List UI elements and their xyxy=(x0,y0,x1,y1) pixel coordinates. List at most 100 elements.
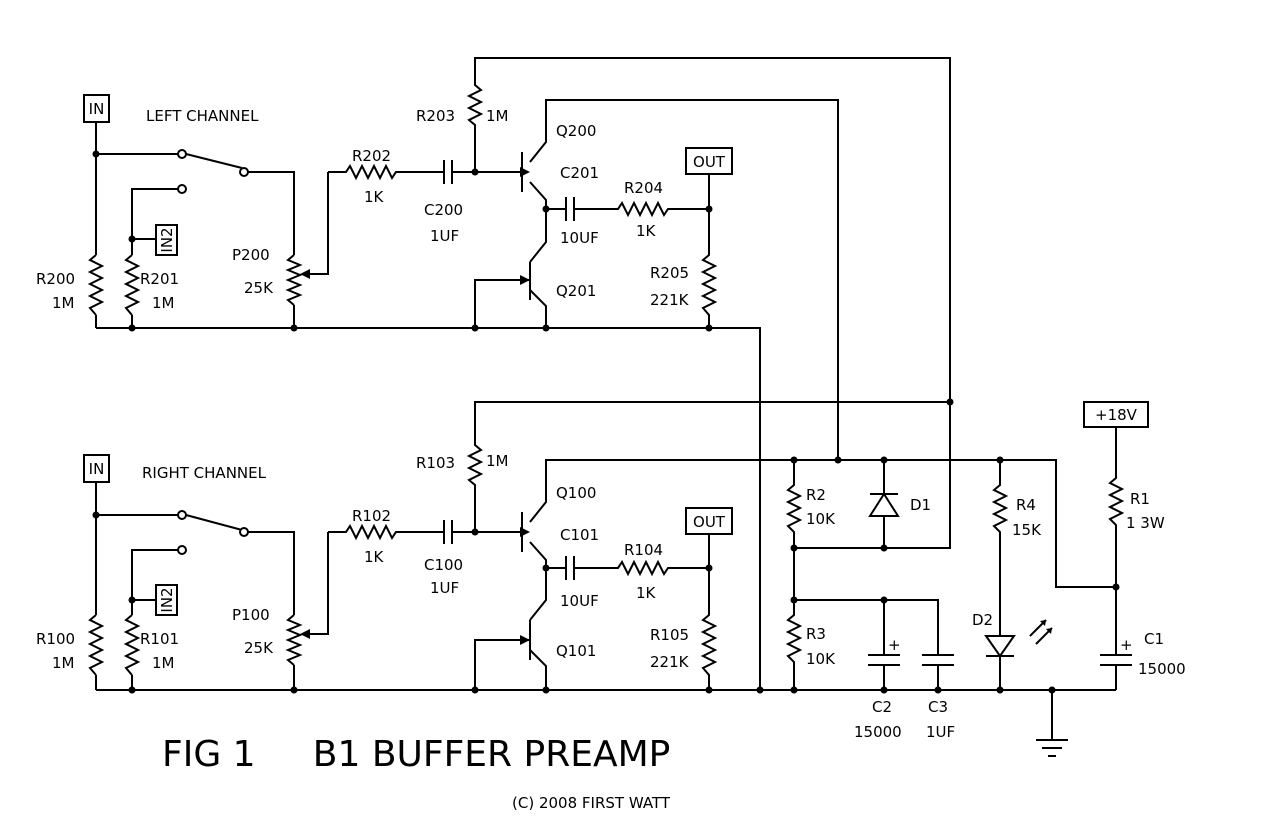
r203-resistor xyxy=(466,57,951,397)
r1-c1-wires xyxy=(1107,427,1125,690)
d1-diode xyxy=(868,492,900,517)
c100-name: C100 xyxy=(424,556,463,574)
left-channel-label: LEFT CHANNEL xyxy=(146,107,259,125)
out-port-left xyxy=(685,147,733,175)
r205-value: 221K xyxy=(650,291,690,309)
c2-c3-wires xyxy=(794,599,939,690)
r102-name: R102 xyxy=(352,507,391,525)
p200-wiper-wire xyxy=(302,172,329,275)
r105-resistor xyxy=(700,534,718,690)
r103-value: 1M xyxy=(486,452,509,470)
switch-contact-right-b xyxy=(177,545,187,555)
r202-resistor xyxy=(328,163,444,181)
p100-wiper-wire xyxy=(302,532,329,635)
p200-value: 25K xyxy=(244,279,274,297)
r102-value: 1K xyxy=(364,548,385,566)
junction-dots xyxy=(92,150,1120,694)
r102-resistor xyxy=(328,523,444,541)
d1-name: D1 xyxy=(910,496,931,514)
r202-name: R202 xyxy=(352,147,391,165)
r101-name: R101 xyxy=(140,630,179,648)
q101-arrow xyxy=(520,635,530,645)
left-input-wires xyxy=(95,122,295,328)
r204-name: R204 xyxy=(624,179,663,197)
q100-arrow xyxy=(520,527,530,537)
power-supply: R2 10K R3 10K D1 + C2 15000 C3 1UF R4 15… xyxy=(785,397,1186,757)
r2-r3-divider xyxy=(785,460,803,690)
in2-port-right xyxy=(155,584,178,616)
p200-name: P200 xyxy=(232,246,270,264)
p100-name: P100 xyxy=(232,606,270,624)
switch-common-right xyxy=(239,527,249,537)
r1-name: R1 xyxy=(1130,490,1150,508)
r104-value: 1K xyxy=(636,584,657,602)
d2-led xyxy=(984,635,1016,658)
r100-name: R100 xyxy=(36,630,75,648)
r101-value: 1M xyxy=(152,654,175,672)
c1-name: C1 xyxy=(1144,630,1164,648)
c3-capacitor xyxy=(922,654,954,666)
p100-value: 25K xyxy=(244,639,274,657)
p100-pot xyxy=(285,614,303,666)
r201-resistor xyxy=(123,254,141,316)
r201-value: 1M xyxy=(152,294,175,312)
figure-title: FIG 1 B1 BUFFER PREAMP xyxy=(162,734,670,775)
r4-name: R4 xyxy=(1016,496,1036,514)
r203-name: R203 xyxy=(416,107,455,125)
left-channel: IN LEFT CHANNEL IN2 R200 1M R201 1M P200… xyxy=(36,57,951,690)
r200-name: R200 xyxy=(36,270,75,288)
c200-value: 1UF xyxy=(430,227,459,245)
q200-name: Q200 xyxy=(556,122,596,140)
c3-name: C3 xyxy=(928,698,948,716)
c2-name: C2 xyxy=(872,698,892,716)
r204-value: 1K xyxy=(636,222,657,240)
c201-capacitor xyxy=(565,197,575,221)
switch-contact-right-a xyxy=(177,510,187,520)
d2-ray-arrows xyxy=(1040,620,1052,634)
right-channel: IN RIGHT CHANNEL IN2 R100 1M R101 1M P10… xyxy=(36,401,1116,691)
r2-name: R2 xyxy=(806,486,826,504)
in-label-left: IN xyxy=(89,100,105,118)
switch-contact-left-b xyxy=(177,184,187,194)
out-label-left: OUT xyxy=(693,153,726,171)
r205-resistor xyxy=(700,174,718,328)
right-channel-label: RIGHT CHANNEL xyxy=(142,464,267,482)
r3-value: 10K xyxy=(806,650,836,668)
switch-common-left xyxy=(239,167,249,177)
q101-transistor xyxy=(474,568,547,690)
c101-name: C101 xyxy=(560,526,599,544)
c201-r204-wires xyxy=(546,200,710,218)
ground-icon xyxy=(1036,690,1068,757)
q201-transistor xyxy=(474,209,547,328)
in-label-right: IN xyxy=(89,460,105,478)
c100-value: 1UF xyxy=(430,579,459,597)
q101-name: Q101 xyxy=(556,642,596,660)
r103-name: R103 xyxy=(416,454,455,472)
q100-name: Q100 xyxy=(556,484,596,502)
r202-value: 1K xyxy=(364,188,385,206)
r104-name: R104 xyxy=(624,541,663,559)
r105-name: R105 xyxy=(650,626,689,644)
c2-value: 15000 xyxy=(854,723,902,741)
r1-value: 1 3W xyxy=(1126,514,1165,532)
c1-plus: + xyxy=(1120,636,1133,654)
r203-value: 1M xyxy=(486,107,509,125)
r103-resistor xyxy=(466,401,950,532)
c201-name: C201 xyxy=(560,164,599,182)
c2-plus: + xyxy=(888,636,901,654)
c2-capacitor xyxy=(868,654,900,666)
r200-resistor xyxy=(87,254,105,316)
p200-wiper-arrow xyxy=(300,269,310,279)
c101-r104-wires xyxy=(546,559,710,577)
copyright: (C) 2008 FIRST WATT xyxy=(512,794,671,812)
c201-value: 10UF xyxy=(560,229,599,247)
out-label-right: OUT xyxy=(693,513,726,531)
r2-value: 10K xyxy=(806,510,836,528)
in2-port-left xyxy=(155,224,178,256)
q201-arrow xyxy=(520,275,530,285)
c1-value: 15000 xyxy=(1138,660,1186,678)
left-ground-bus xyxy=(96,327,761,690)
out-port-right xyxy=(685,507,733,535)
c200-name: C200 xyxy=(424,201,463,219)
